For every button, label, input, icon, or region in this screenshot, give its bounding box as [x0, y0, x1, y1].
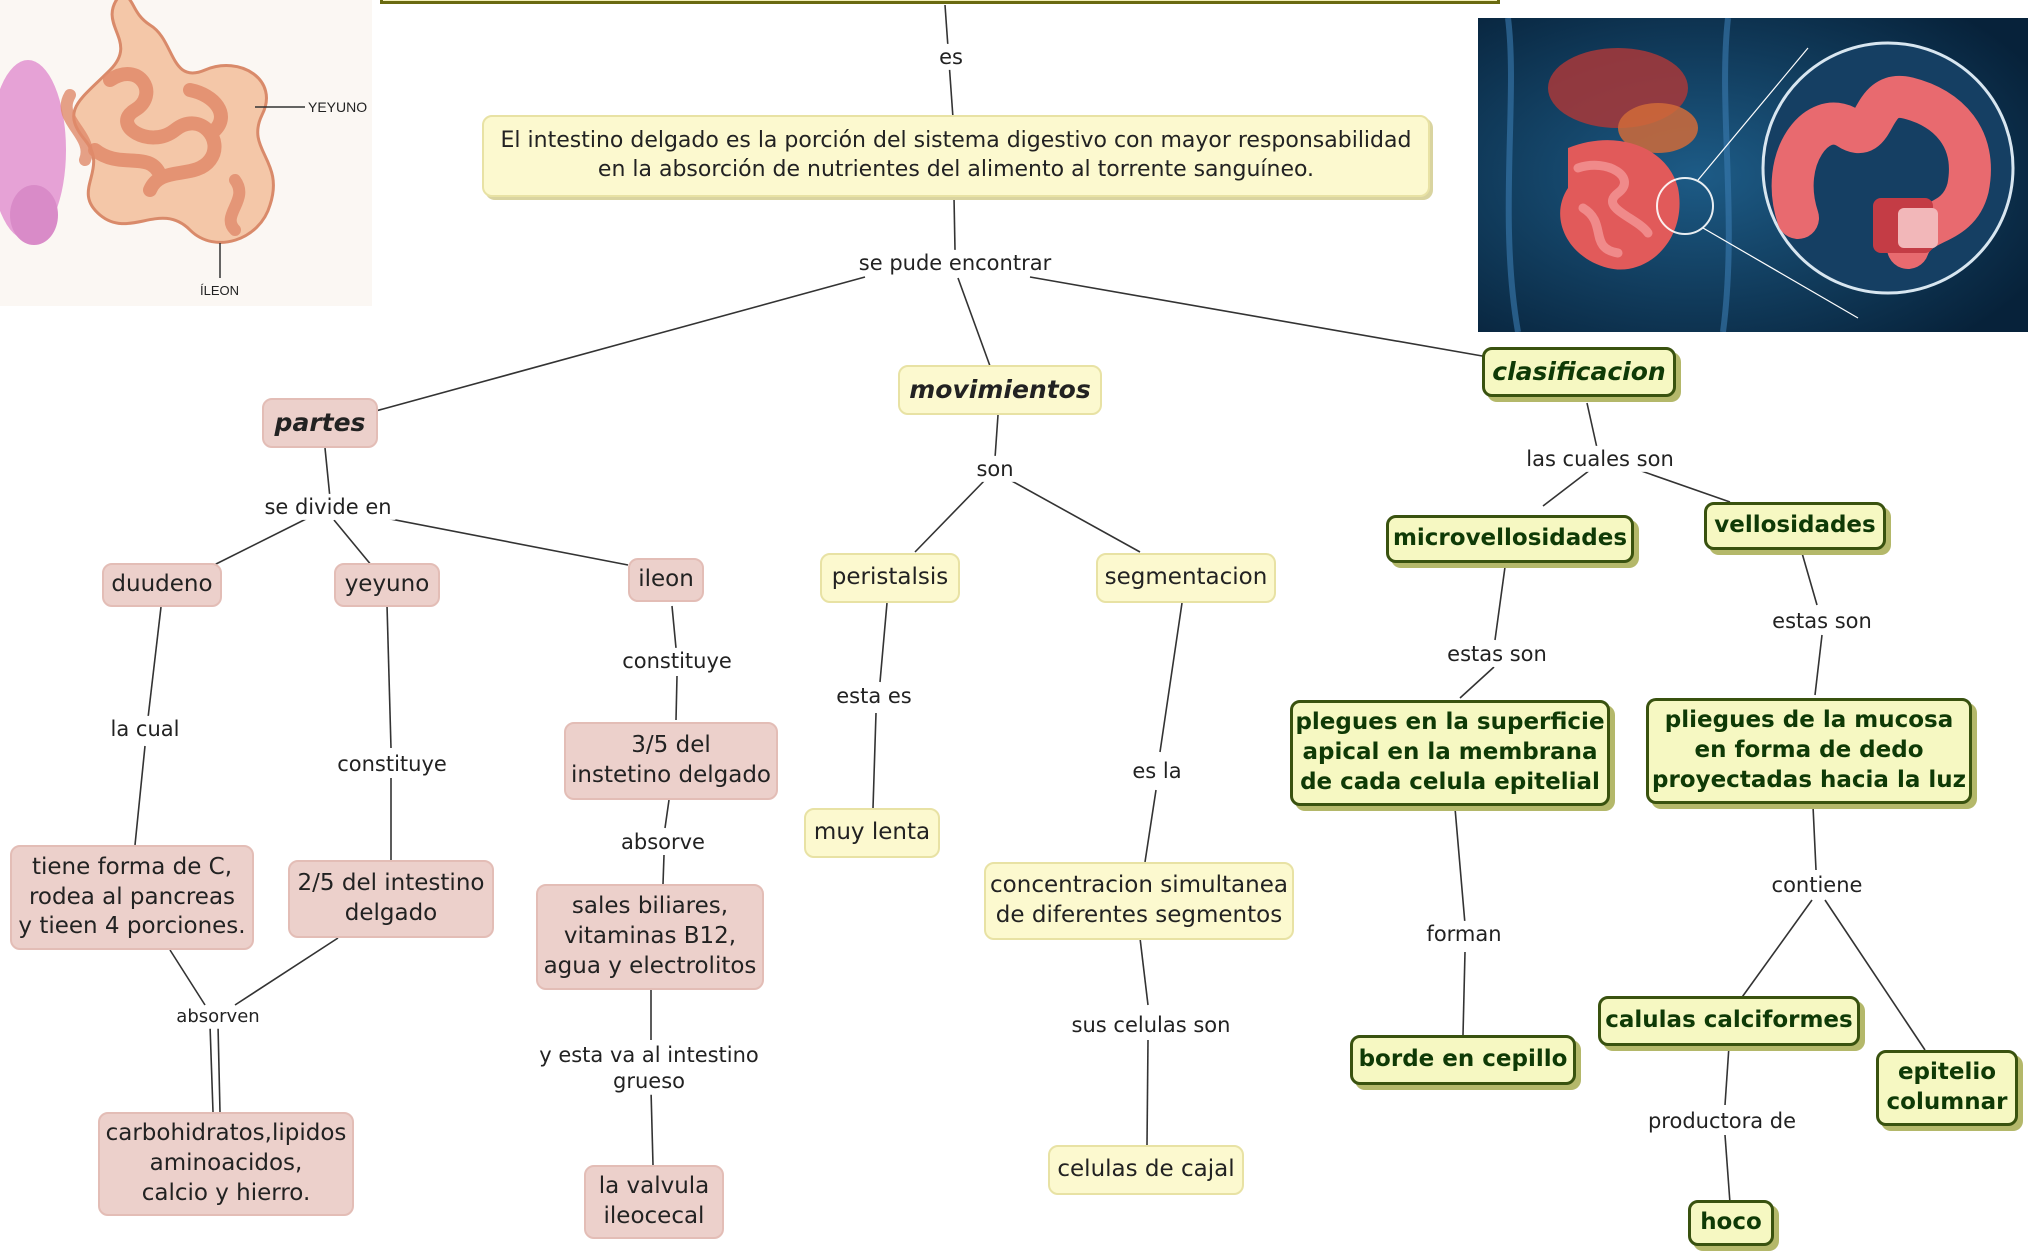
link-absorve: absorve — [617, 828, 709, 856]
node-borde-cepillo[interactable]: borde en cepillo — [1350, 1035, 1576, 1085]
link-constituye-yeyuno: constituye — [333, 750, 451, 778]
node-pliegues-mucosa[interactable]: pliegues de la mucosa en forma de dedo p… — [1646, 698, 1972, 804]
node-epitelio-columnar[interactable]: epitelio columnar — [1876, 1050, 2018, 1126]
link-las-cuales-son: las cuales son — [1522, 445, 1678, 473]
link-estas-son-vello: estas son — [1768, 607, 1876, 635]
node-peristalsis[interactable]: peristalsis — [820, 553, 960, 603]
node-calulas-calciformes[interactable]: calulas calciformes — [1598, 996, 1860, 1046]
node-clasificacion[interactable]: clasificacion — [1482, 347, 1676, 397]
link-se-pude-encontrar: se pude encontrar — [854, 249, 1056, 277]
node-segmentacion[interactable]: segmentacion — [1096, 553, 1276, 603]
node-yeyuno-desc[interactable]: 2/5 del intestino delgado — [288, 860, 494, 938]
node-absorbed-nutrients[interactable]: carbohidratos,lipidos aminoacidos, calci… — [98, 1112, 354, 1216]
node-vellosidades[interactable]: vellosidades — [1704, 502, 1886, 550]
link-son: son — [972, 455, 1018, 483]
root-node-edge — [380, 0, 1500, 4]
node-concentracion[interactable]: concentracion simultanea de diferentes s… — [984, 862, 1294, 940]
node-duodeno-desc[interactable]: tiene forma de C, rodea al pancreas y ti… — [10, 845, 254, 950]
link-es-la: es la — [1128, 757, 1186, 785]
intestine-illustration: YEYUNO ÍLEON — [0, 0, 372, 306]
node-yeyuno[interactable]: yeyuno — [334, 563, 440, 607]
node-muy-lenta[interactable]: muy lenta — [804, 808, 940, 858]
node-ileon-desc[interactable]: 3/5 del instetino delgado — [564, 722, 778, 800]
link-es: es — [935, 43, 967, 71]
node-valvula-ileocecal[interactable]: la valvula ileocecal — [584, 1165, 724, 1239]
anatomy-photo — [1478, 18, 2028, 332]
label-ileon-text: ÍLEON — [200, 283, 239, 298]
node-pliegues-superficie[interactable]: plegues en la superficie apical en la me… — [1290, 700, 1610, 806]
link-esta-es: esta es — [832, 682, 916, 710]
link-y-esta-va: y esta va al intestino grueso — [535, 1041, 763, 1095]
label-yeyuno-text: YEYUNO — [308, 99, 367, 115]
link-se-divide-en: se divide en — [260, 493, 396, 521]
link-sus-celulas-son: sus celulas son — [1067, 1011, 1235, 1039]
node-hoco[interactable]: hoco — [1688, 1200, 1774, 1246]
node-partes[interactable]: partes — [262, 398, 378, 448]
link-absorven: absorven — [172, 1005, 264, 1029]
node-celulas-cajal[interactable]: celulas de cajal — [1048, 1145, 1244, 1195]
link-constituye-ileon: constituye — [618, 647, 736, 675]
node-duudeno[interactable]: duudeno — [102, 563, 222, 607]
link-forman: forman — [1422, 920, 1506, 948]
link-productora-de: productora de — [1643, 1107, 1801, 1135]
node-absorbed-salts[interactable]: sales biliares, vitaminas B12, agua y el… — [536, 884, 764, 990]
link-contiene: contiene — [1767, 871, 1867, 899]
node-microvellosidades[interactable]: microvellosidades — [1386, 515, 1634, 563]
link-estas-son-micro: estas son — [1443, 640, 1551, 668]
link-la-cual: la cual — [106, 715, 184, 743]
node-ileon[interactable]: ileon — [628, 558, 704, 602]
node-movimientos[interactable]: movimientos — [898, 365, 1102, 415]
center-definition-node[interactable]: El intestino delgado es la porción del s… — [482, 115, 1430, 197]
